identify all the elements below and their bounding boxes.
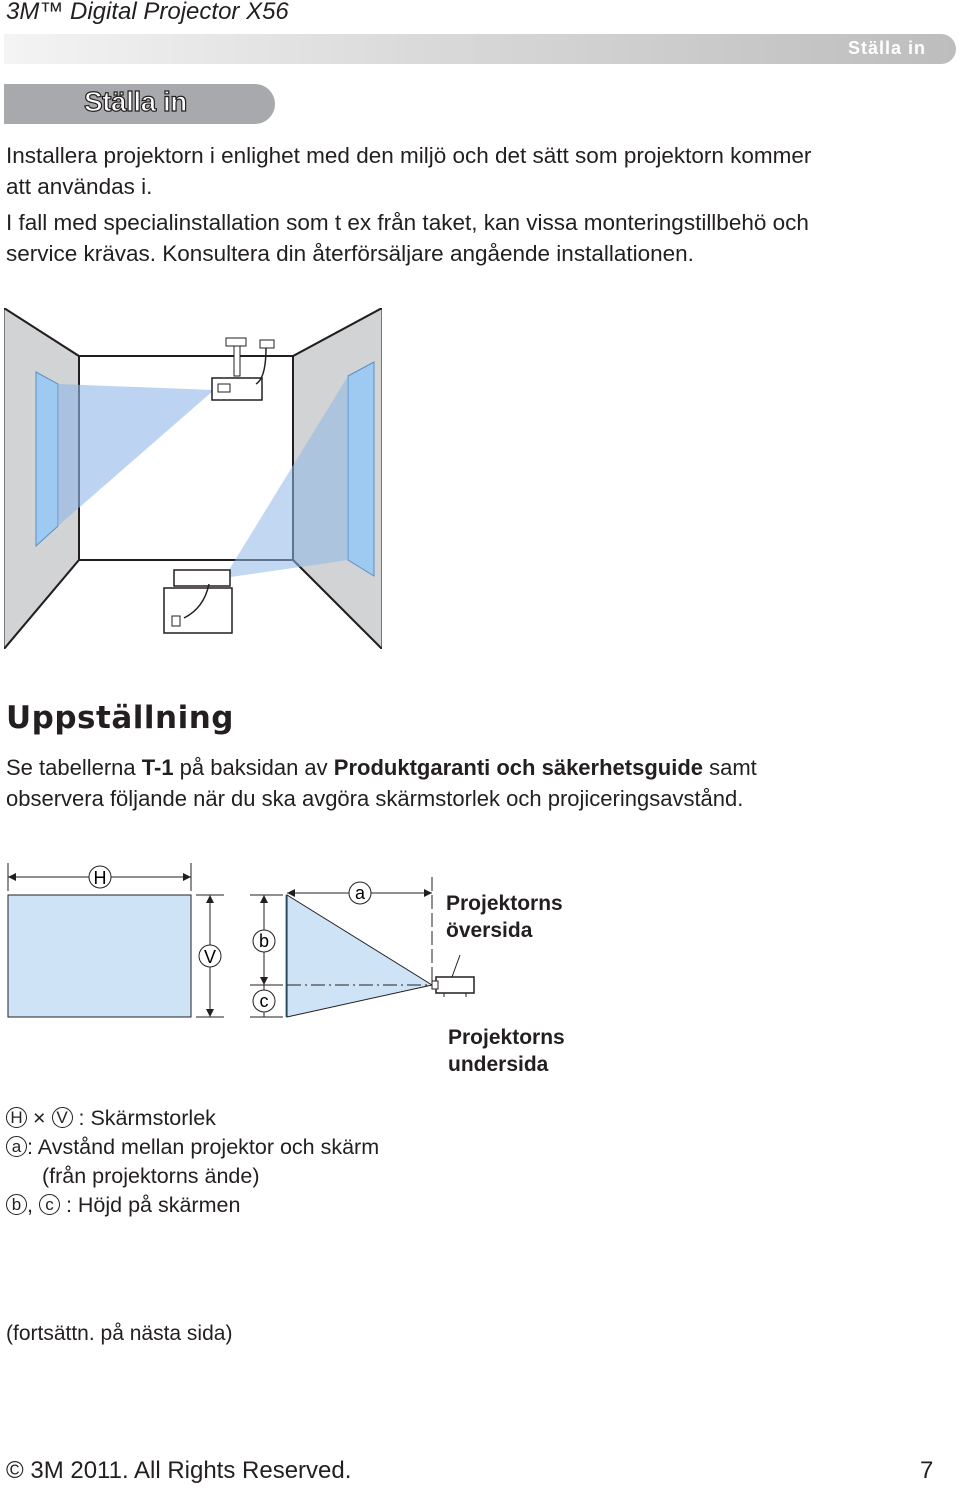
v-label: V (204, 947, 216, 967)
bottom-side-label: Projektorns undersida (448, 1024, 565, 1078)
continued-note: (fortsättn. på nästa sida) (6, 1322, 233, 1345)
legend-height: b, c : Höjd på skärmen (6, 1191, 379, 1220)
legend-screen-size-text: : Skärmstorlek (78, 1106, 216, 1130)
intro-paragraph-1: Installera projektorn i enlighet med den… (6, 140, 956, 202)
a-label: a (355, 883, 366, 903)
c-symbol: c (38, 1194, 60, 1215)
setup-heading: Uppställning (6, 700, 234, 736)
setup-line-2: observera följande när du ska avgöra skä… (6, 786, 744, 811)
setup-text-mid: på baksidan av (173, 755, 334, 780)
guide-ref: Produktgaranti och säkerhetsguide (333, 755, 703, 780)
h-symbol: H (6, 1107, 27, 1128)
setup-line-1: Se tabellerna T-1 på baksidan av Produkt… (6, 752, 956, 783)
comma: , (27, 1193, 33, 1217)
table-ref: T-1 (141, 755, 174, 780)
header-bar: Ställa in (4, 34, 956, 64)
top-side-label: Projektorns översida (446, 890, 563, 944)
intro-line-1: Installera projektorn i enlighet med den… (6, 143, 812, 168)
intro-line-2: att användas i. (6, 174, 153, 199)
v-symbol: V (51, 1107, 73, 1128)
b-symbol: b (6, 1194, 27, 1215)
setup-text-pre: Se tabellerna (6, 755, 142, 780)
legend-height-text: : Höjd på skärmen (65, 1193, 241, 1217)
intro-line-4: service krävas. Konsultera din återförsä… (6, 241, 694, 266)
bottom-side-line-2: undersida (448, 1053, 549, 1076)
a-symbol: a (6, 1136, 27, 1157)
setup-paragraph: Se tabellerna T-1 på baksidan av Produkt… (6, 752, 956, 814)
intro-paragraph-2: I fall med specialinstallation som t ex … (6, 207, 956, 269)
c-label: c (260, 991, 269, 1011)
legend-screen-size: H × V : Skärmstorlek (6, 1104, 379, 1133)
footer-copyright: © 3M 2011. All Rights Reserved. (6, 1457, 352, 1484)
legend-distance-text: : Avstånd mellan projektor och skärm (27, 1135, 380, 1159)
setup-text-post: samt (703, 755, 757, 780)
times-symbol: × (32, 1106, 46, 1130)
screen-rect (7, 894, 192, 1018)
section-title: Ställa in (83, 85, 188, 117)
legend: H × V : Skärmstorlek a: Avstånd mellan p… (6, 1104, 379, 1220)
section-title-pill: Ställa in (4, 84, 275, 124)
intro-line-3: I fall med specialinstallation som t ex … (6, 210, 809, 235)
b-label: b (259, 931, 269, 951)
top-side-line-2: översida (446, 919, 533, 942)
legend-distance: a: Avstånd mellan projektor och skärm (6, 1133, 379, 1162)
document-title: 3M™ Digital Projector X56 (6, 0, 289, 25)
bottom-side-line-1: Projektorns (448, 1026, 565, 1049)
page-number: 7 (920, 1457, 934, 1484)
h-label: H (94, 868, 107, 888)
top-side-line-1: Projektorns (446, 892, 563, 915)
legend-distance-sub: (från projektorns ände) (42, 1164, 260, 1188)
room-installation-illustration (4, 308, 382, 649)
header-bar-label: Ställa in (847, 38, 926, 58)
screen-dimension-diagram: H V b c a (7, 863, 475, 1018)
